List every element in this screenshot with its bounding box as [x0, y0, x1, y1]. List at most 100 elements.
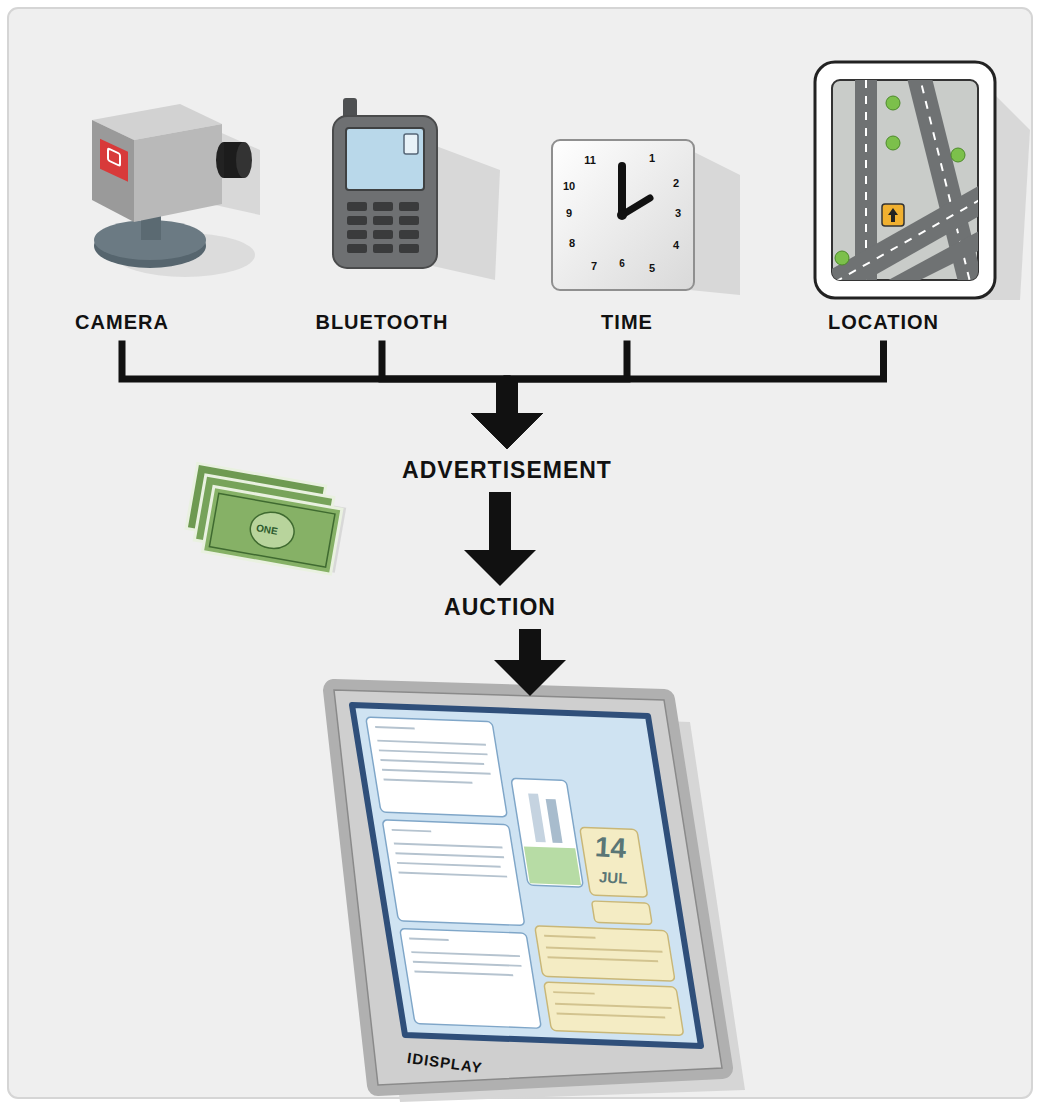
icon-text: 14 [595, 833, 628, 863]
arrow-stem [496, 376, 518, 415]
icon-text: 8 [569, 238, 575, 249]
illustration-part [544, 982, 684, 1035]
illustration-part [886, 136, 900, 150]
illustration-part [209, 493, 335, 567]
illustration-part [377, 741, 486, 745]
illustration-part [835, 197, 978, 280]
illustration-part [690, 150, 740, 295]
arrow-stem [496, 376, 518, 415]
illustration-part [334, 690, 722, 1085]
bracket-line [507, 344, 884, 379]
node-label: TIME [601, 311, 653, 334]
node-label: BLUETOOTH [315, 311, 448, 334]
flow-node: AUCTION [438, 590, 562, 625]
illustration-part [592, 901, 653, 924]
illustration-part [544, 936, 595, 938]
illustration-part [346, 128, 424, 190]
icon-text: 5 [649, 263, 655, 274]
flow-arrow [471, 344, 884, 449]
arrow-head [464, 550, 536, 586]
flow-node: TIME [595, 307, 659, 338]
arrow-head [471, 413, 543, 449]
panel-ground [8, 8, 1032, 1098]
icon-text: 9 [566, 208, 572, 219]
illustration-part [546, 799, 563, 843]
illustration-part [382, 820, 525, 926]
icon-text: 11 [584, 155, 596, 166]
flow-node: BLUETOOTH [309, 307, 455, 338]
illustration-part [518, 825, 683, 1036]
bracket-line [382, 344, 507, 379]
illustration-part [535, 926, 675, 981]
illustration-part [413, 962, 522, 966]
illustration-part [580, 827, 648, 897]
clock-icon [552, 140, 740, 295]
arrow-head [471, 413, 543, 449]
illustration-part [882, 204, 904, 226]
flow-node: ADVERTISEMENT [396, 453, 618, 488]
illustration-part [832, 80, 978, 280]
illustration-part [617, 210, 627, 220]
node-label: CAMERA [75, 311, 169, 334]
node-label: LOCATION [828, 311, 939, 334]
icon-text: 4 [673, 240, 679, 251]
illustration-part [400, 929, 542, 1029]
illustration-part [399, 873, 508, 877]
illustration-part [375, 727, 523, 975]
arrow-stem [519, 629, 541, 662]
icon-text: JUL [598, 869, 627, 885]
illustration-part [404, 134, 418, 154]
flow-node: CAMERA [69, 307, 175, 338]
illustration-part [557, 1013, 666, 1017]
arrow-stem [489, 492, 511, 552]
illustration-part [546, 947, 662, 951]
illustration-part [379, 750, 488, 754]
illustration-part [552, 140, 694, 290]
flow-arrow [382, 344, 543, 449]
flow-arrow [464, 492, 536, 586]
flow-arrow [471, 344, 627, 449]
illustration-part [100, 139, 128, 182]
illustration-part [394, 843, 503, 847]
illustration-part [888, 208, 898, 222]
node-label: AUCTION [444, 594, 556, 621]
illustration-part [414, 972, 513, 976]
flow-node: LOCATION [822, 307, 945, 338]
money-icon [183, 463, 350, 574]
illustration-part [333, 116, 437, 268]
icon-text: 2 [673, 178, 679, 189]
illustration-part [395, 853, 504, 857]
node-label: ADVERTISEMENT [402, 457, 612, 484]
illustration-part [951, 148, 965, 162]
illustration-part [366, 717, 684, 1035]
bracket-line [507, 344, 627, 379]
arrow-head [471, 413, 543, 449]
flow-arrow [122, 344, 543, 449]
illustration-part [380, 760, 484, 764]
illustration-part [409, 939, 448, 940]
illustration-part [392, 830, 431, 831]
illustration-part [108, 148, 120, 166]
icon-text: 1 [649, 153, 655, 164]
flow-arrow [494, 629, 566, 696]
camera-icon [92, 104, 260, 277]
illustration-part [815, 62, 995, 298]
illustration-part [202, 487, 341, 575]
illustration-part [134, 124, 222, 222]
illustration-part [553, 992, 594, 994]
illustration-part [247, 509, 297, 552]
illustration-part [236, 142, 252, 178]
phone-icon [333, 98, 500, 280]
display-icon [334, 690, 745, 1102]
icon-text: 3 [675, 208, 681, 219]
illustration-part [511, 778, 583, 887]
illustration-part [384, 779, 473, 782]
arrow-head [471, 413, 543, 449]
illustration-part [870, 225, 978, 280]
flow-node: IDISPLAY [330, 700, 730, 1095]
illustration-part [345, 200, 423, 256]
illustration-part [618, 166, 626, 215]
illustration-part [366, 717, 508, 817]
icon-text: 7 [591, 261, 597, 272]
